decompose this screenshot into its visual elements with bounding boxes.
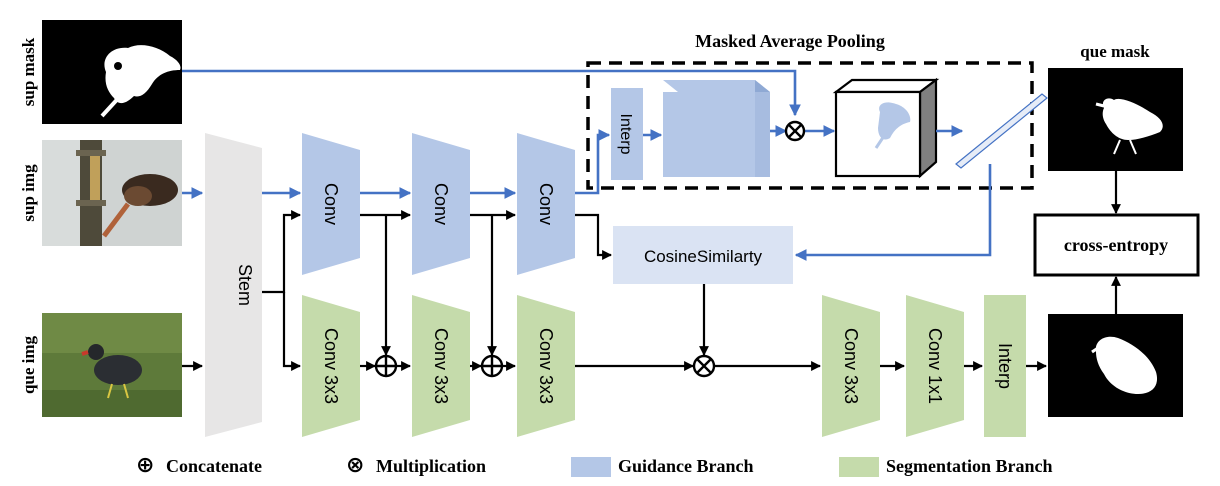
multiply-operator-seg: [692, 354, 716, 378]
map-title: Masked Average Pooling: [695, 31, 885, 51]
seg-conv-5-label: Conv 1x1: [925, 328, 945, 404]
guidance-legend-swatch: [571, 457, 611, 477]
concat-legend-symbol: ⊕: [136, 452, 154, 477]
seg-conv-4: [822, 295, 880, 437]
seg-interp-block: [984, 295, 1026, 437]
guidance-conv-1-label: Conv: [321, 183, 341, 225]
concat-operator-1: [374, 354, 398, 378]
seg-interp-label: Interp: [995, 343, 1015, 389]
stem-block: [205, 133, 262, 437]
segmentation-arrows: [182, 171, 1121, 371]
seg-conv-3: [517, 295, 575, 437]
concat-operator-2: [480, 354, 504, 378]
map-interp-block: [611, 88, 643, 180]
prediction-mask-image: [1048, 314, 1183, 417]
feature-cube: [663, 80, 770, 177]
guidance-conv-3-label: Conv: [536, 183, 556, 225]
map-interp-label: Interp: [617, 114, 634, 155]
cosine-similarity-block: [613, 226, 793, 284]
stem-label: Stem: [235, 264, 255, 306]
map-dashed-box: [586, 61, 1034, 190]
guidance-conv-1: [302, 133, 360, 275]
segmentation-legend-label: Segmentation Branch: [886, 456, 1053, 476]
que-mask-label: que mask: [1080, 42, 1150, 61]
cross-entropy-label: cross-entropy: [1064, 235, 1168, 255]
que-img-label: que img: [19, 335, 38, 394]
segmentation-legend-swatch: [839, 457, 879, 477]
cosine-similarity-label: CosineSimilarty: [644, 247, 763, 266]
cross-entropy-block: [1033, 213, 1200, 277]
seg-conv-1: [302, 295, 360, 437]
sup-mask-label: sup mask: [19, 37, 38, 106]
guidance-legend-label: Guidance Branch: [618, 456, 754, 476]
seg-conv-2-label: Conv 3x3: [431, 328, 451, 404]
seg-conv-2: [412, 295, 470, 437]
guidance-conv-2-label: Conv: [431, 183, 451, 225]
que-mask-image: [1048, 68, 1183, 171]
guidance-conv-2: [412, 133, 470, 275]
masked-feature-cube: [832, 77, 940, 179]
que-img-image: [42, 313, 182, 417]
mult-legend-symbol: ⊗: [346, 452, 364, 477]
seg-conv-5: [906, 295, 964, 437]
guidance-conv-3: [517, 133, 575, 275]
concat-legend-label: Concatenate: [166, 456, 262, 476]
seg-conv-3-label: Conv 3x3: [536, 328, 556, 404]
mult-legend-label: Multiplication: [376, 456, 486, 476]
multiply-operator-map: [784, 120, 806, 142]
sup-img-image: [42, 140, 182, 246]
seg-conv-1-label: Conv 3x3: [321, 328, 341, 404]
guidance-arrows: [182, 69, 992, 261]
prototype-vector: [955, 93, 1048, 169]
sup-mask-image: [42, 20, 182, 124]
sup-img-label: sup img: [19, 164, 38, 222]
seg-conv-4-label: Conv 3x3: [841, 328, 861, 404]
